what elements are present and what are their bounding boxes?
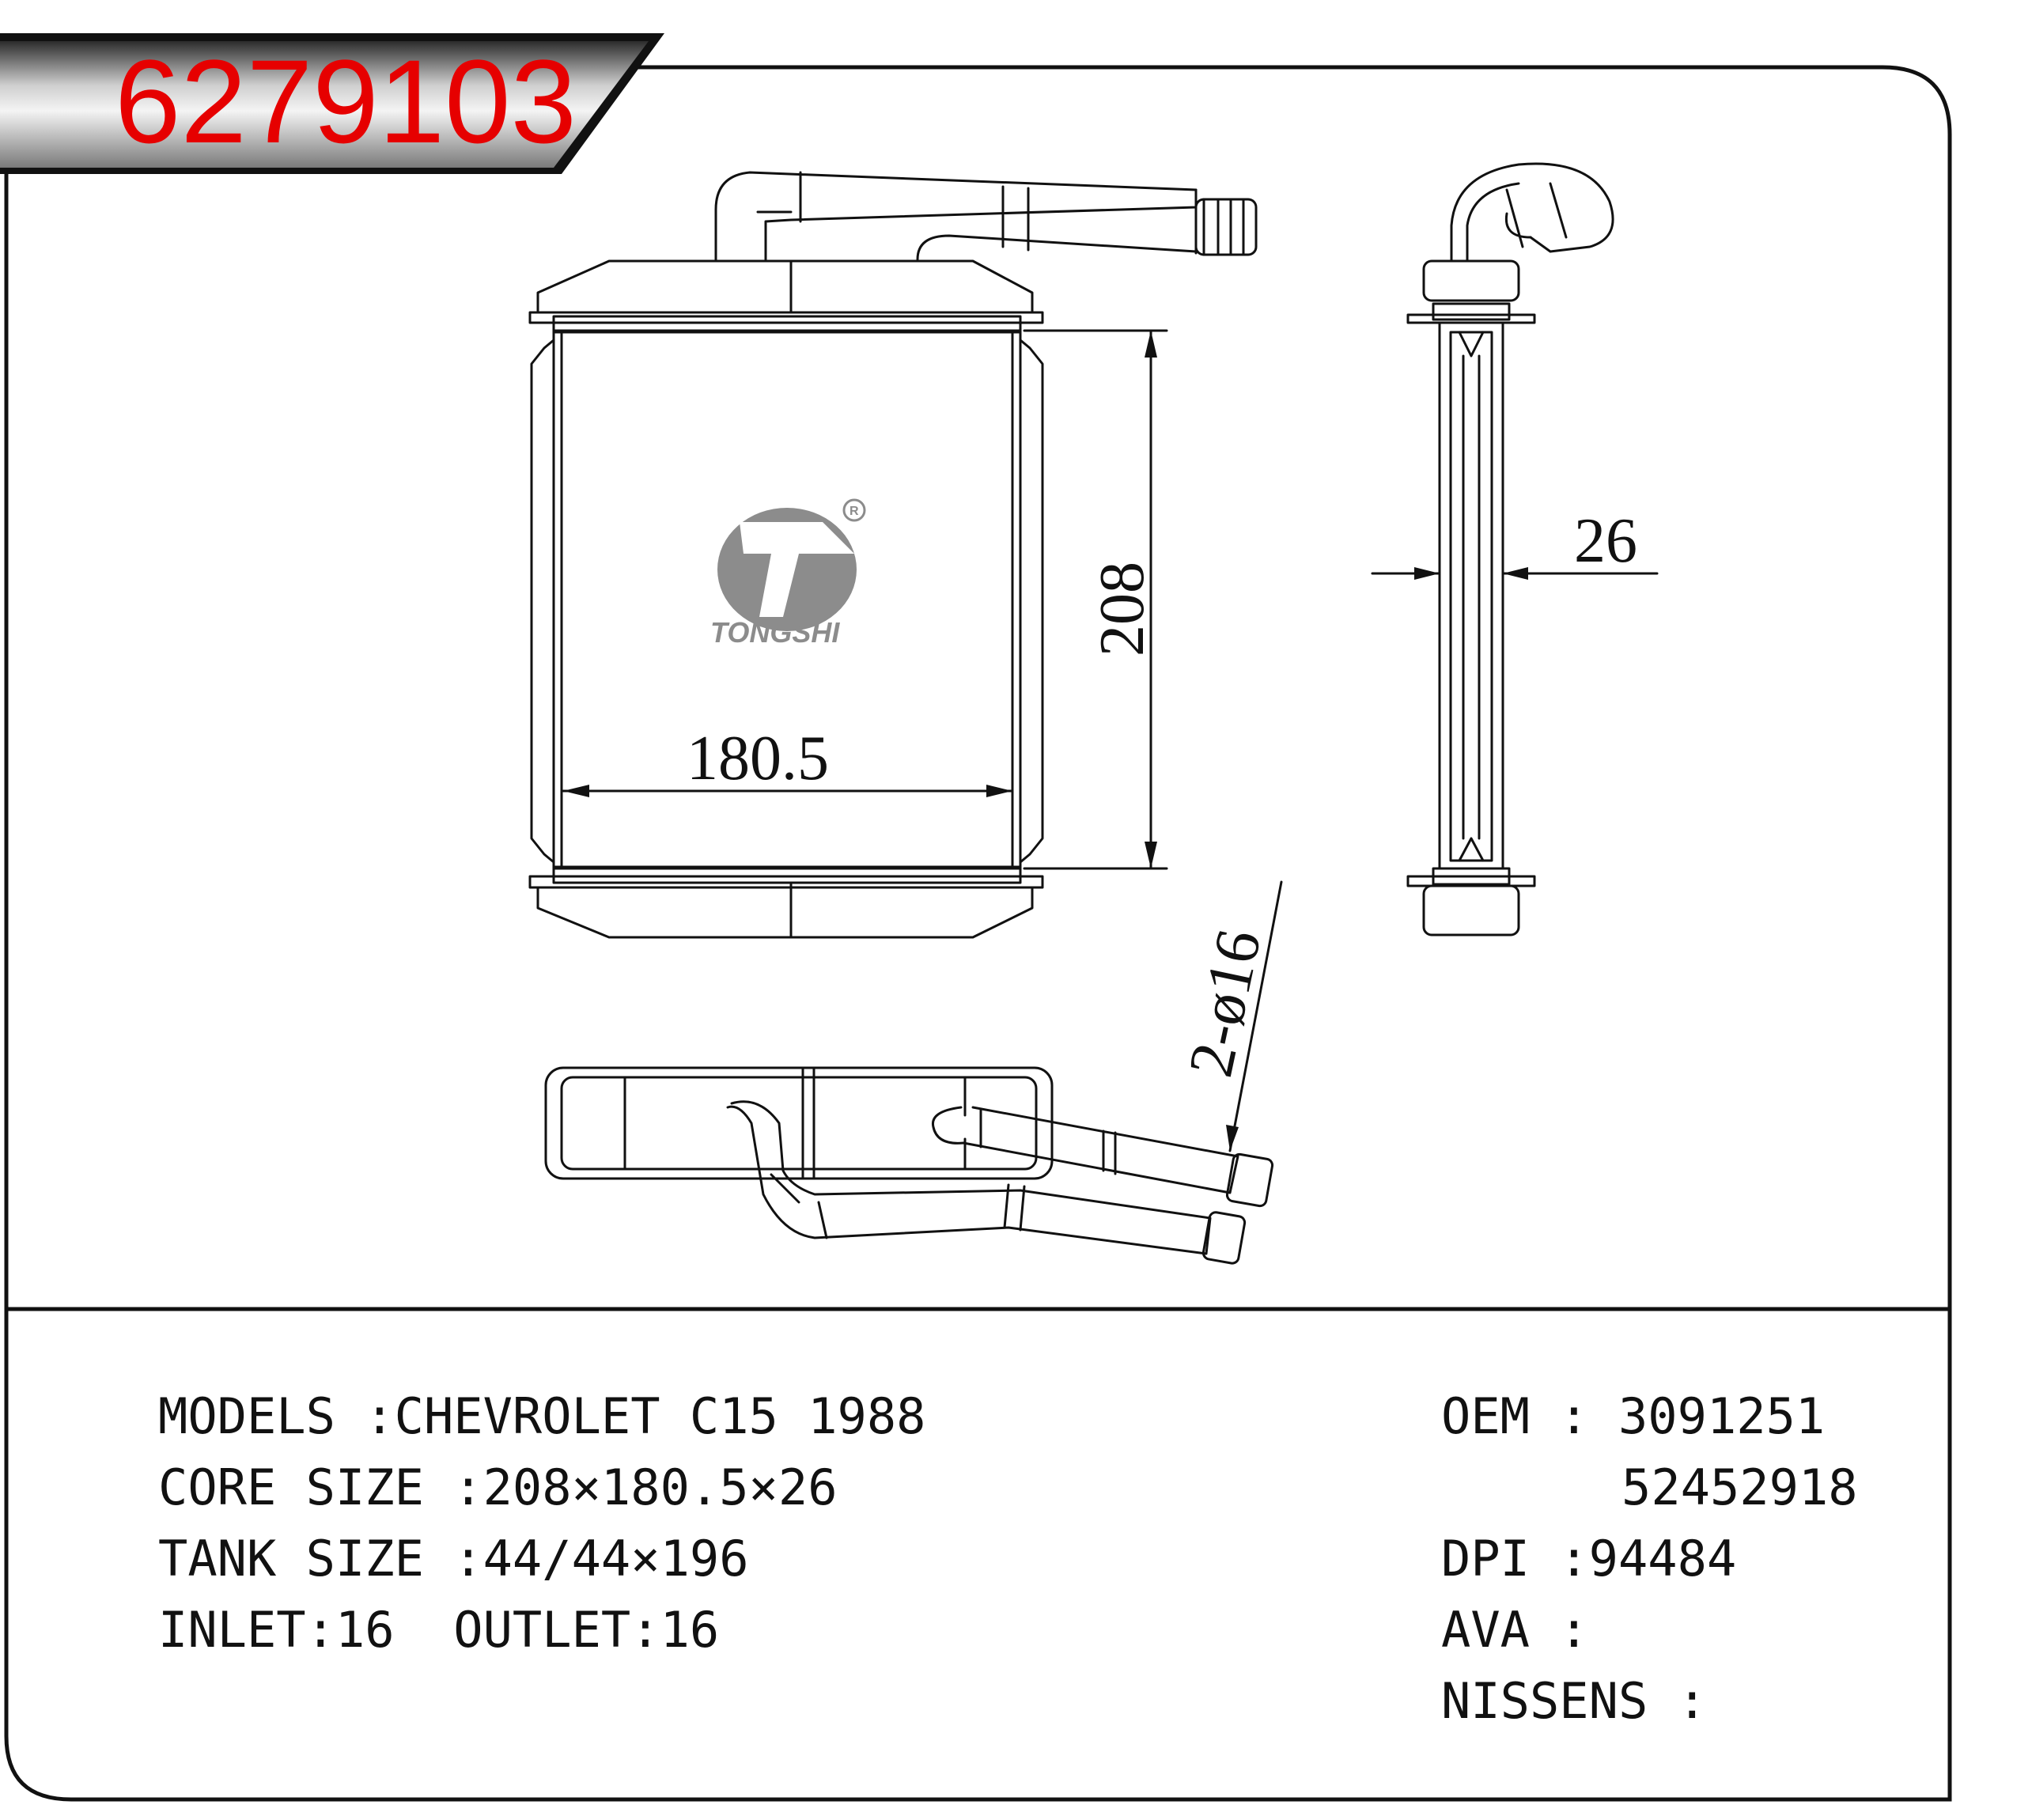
- pipe-dimension: 2-ø16: [1176, 924, 1275, 1083]
- nissens-label: NISSENS :: [1441, 1672, 1707, 1730]
- top-view: 2-ø16: [544, 880, 1283, 1265]
- outlet-value: 16: [660, 1601, 720, 1659]
- spec-inlet-outlet: INLET:16 OUTLET:16: [158, 1606, 719, 1655]
- sheet-border: [4, 65, 1952, 1802]
- part-number-banner: 6279103: [0, 33, 664, 174]
- ref-oem-2: 52452918: [1621, 1463, 1858, 1512]
- depth-dimension: 26: [1574, 506, 1637, 576]
- inlet-value: 16: [335, 1601, 395, 1659]
- spec-tank-size: TANK SIZE :44/44×196: [158, 1534, 749, 1584]
- oem-value-2: 52452918: [1621, 1459, 1858, 1516]
- svg-text:R: R: [850, 505, 859, 518]
- tank-size-value: 44/44×196: [482, 1530, 749, 1587]
- ref-nissens: NISSENS :: [1441, 1677, 1707, 1726]
- oem-value-1: 3091251: [1618, 1387, 1826, 1445]
- part-number: 6279103: [115, 35, 577, 168]
- inlet-label: INLET:: [158, 1601, 335, 1659]
- dpi-value: 94484: [1588, 1530, 1737, 1587]
- side-view: 26: [1371, 162, 1659, 936]
- ava-label: AVA :: [1441, 1601, 1589, 1659]
- dpi-label: DPI :: [1441, 1530, 1589, 1587]
- front-view: 180.5 208: [528, 171, 1258, 939]
- models-value: CHEVROLET C15 1988: [394, 1387, 926, 1445]
- core-size-label: CORE SIZE :: [158, 1459, 483, 1516]
- models-label: MODELS :: [158, 1387, 395, 1445]
- height-dimension: 208: [1088, 562, 1157, 656]
- tank-size-label: TANK SIZE :: [158, 1530, 483, 1587]
- spec-core-size: CORE SIZE :208×180.5×26: [158, 1463, 838, 1512]
- ref-dpi: DPI :94484: [1441, 1534, 1736, 1584]
- core-size-value: 208×180.5×26: [482, 1459, 838, 1516]
- width-dimension: 180.5: [687, 724, 829, 793]
- oem-label: OEM :: [1441, 1387, 1589, 1445]
- spec-models: MODELS :CHEVROLET C15 1988: [158, 1392, 926, 1441]
- outlet-label: OUTLET:: [453, 1601, 660, 1659]
- tongshi-logo: R TONGSHI: [710, 498, 866, 649]
- ref-ava: AVA :: [1441, 1606, 1589, 1655]
- ref-oem: OEM : 3091251: [1441, 1392, 1825, 1441]
- logo-text: TONGSHI: [710, 616, 840, 649]
